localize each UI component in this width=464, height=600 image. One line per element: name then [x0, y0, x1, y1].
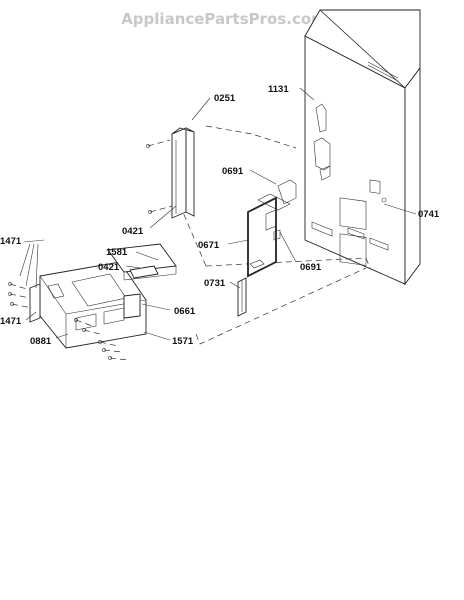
callout-0251: 0251 — [214, 93, 236, 104]
screws-bottom — [74, 318, 129, 361]
screws-duct — [146, 139, 173, 214]
callout-0741: 0741 — [418, 209, 440, 220]
callout-0671: 0671 — [198, 240, 220, 251]
callout-0691-lower: 0691 — [300, 262, 322, 273]
bracket-0731 — [237, 277, 247, 317]
callout-1471-upper: 1471 — [0, 236, 22, 247]
control-board-0671 — [247, 193, 291, 278]
callout-0691-upper: 0691 — [222, 166, 244, 177]
callout-1131: 1131 — [268, 84, 289, 95]
callout-1471-lower: 1471 — [0, 316, 22, 327]
leader-lines — [19, 87, 417, 341]
callout-0731: 0731 — [204, 278, 226, 289]
callout-1581: 1581 — [106, 247, 128, 258]
callout-0661: 0661 — [174, 306, 196, 317]
cabinet-back — [304, 9, 421, 286]
callout-0421-lower: 0421 — [98, 262, 120, 273]
watermark-text: AppliancePartsPros.com — [121, 10, 327, 28]
lower-panel-assembly — [29, 243, 177, 349]
screws-left — [8, 282, 33, 309]
bracket-0691 — [273, 179, 297, 241]
callout-1571: 1571 — [172, 336, 194, 347]
callout-0421-upper: 0421 — [122, 226, 144, 237]
callout-0881: 0881 — [30, 336, 52, 347]
vertical-duct-0421 — [171, 127, 195, 219]
